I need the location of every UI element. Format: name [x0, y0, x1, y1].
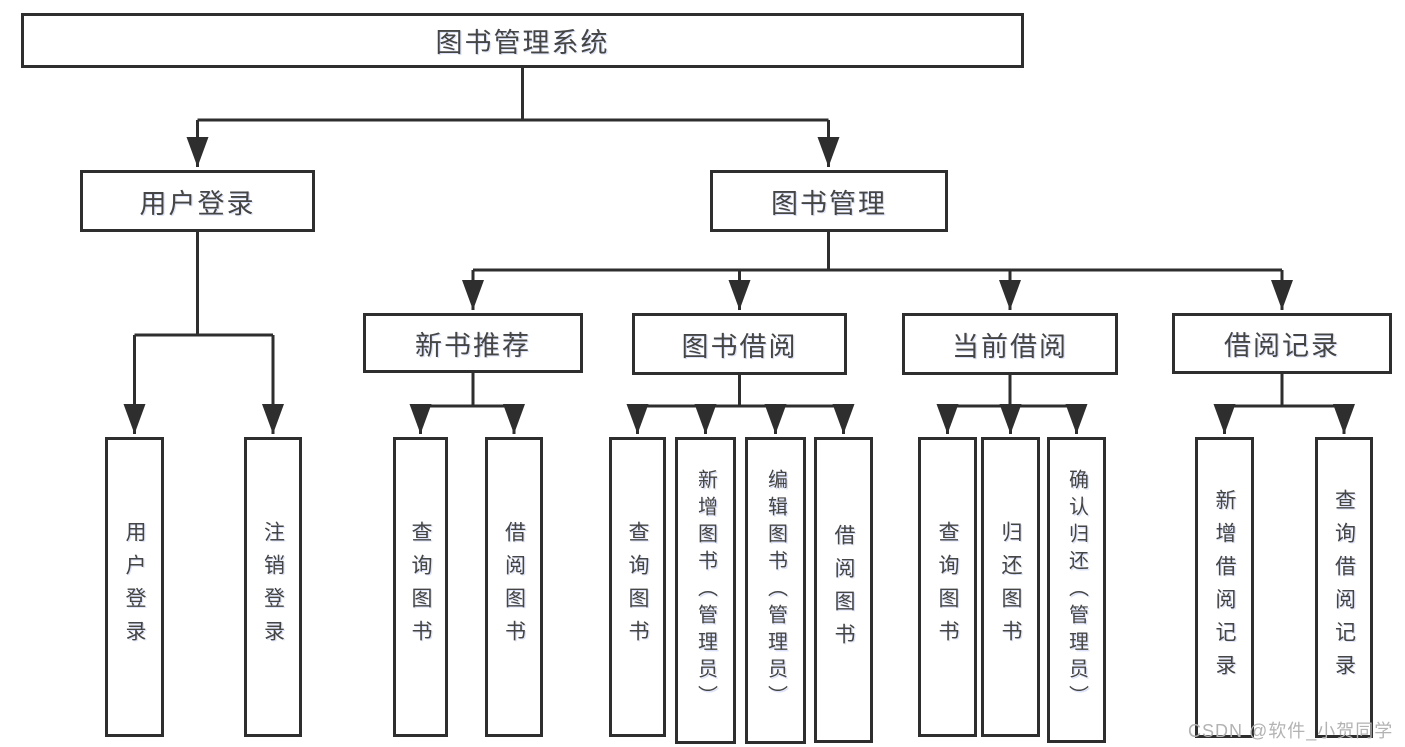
leaf-query-books-current: 查询图书	[918, 437, 977, 737]
leaf-borrow-books-recommend: 借阅图书	[485, 437, 543, 737]
node-new-book-recommendation: 新书推荐	[363, 313, 583, 373]
node-book-management: 图书管理	[710, 170, 948, 232]
leaf-add-book-admin: 新增图书（管理员）	[675, 437, 736, 744]
leaf-borrow-books: 借阅图书	[814, 437, 873, 743]
csdn-watermark: CSDN @软件_小贺同学	[1188, 721, 1394, 741]
leaf-return-book: 归还图书	[981, 437, 1040, 737]
node-borrowing-records: 借阅记录	[1172, 313, 1392, 374]
node-user-login: 用户登录	[80, 170, 315, 232]
leaf-user-login: 用户登录	[105, 437, 164, 737]
leaf-confirm-return-admin: 确认归还（管理员）	[1047, 437, 1106, 743]
leaf-edit-book-admin: 编辑图书（管理员）	[745, 437, 806, 744]
node-book-borrowing: 图书借阅	[632, 313, 847, 375]
leaf-logout: 注销登录	[244, 437, 302, 737]
leaf-query-books-recommend: 查询图书	[393, 437, 448, 737]
leaf-add-borrow-record: 新增借阅记录	[1195, 437, 1254, 738]
leaf-query-borrow-record: 查询借阅记录	[1315, 437, 1373, 738]
node-current-borrowing: 当前借阅	[902, 313, 1118, 375]
leaf-query-books-borrow: 查询图书	[609, 437, 666, 737]
node-library-management-system: 图书管理系统	[21, 13, 1024, 68]
